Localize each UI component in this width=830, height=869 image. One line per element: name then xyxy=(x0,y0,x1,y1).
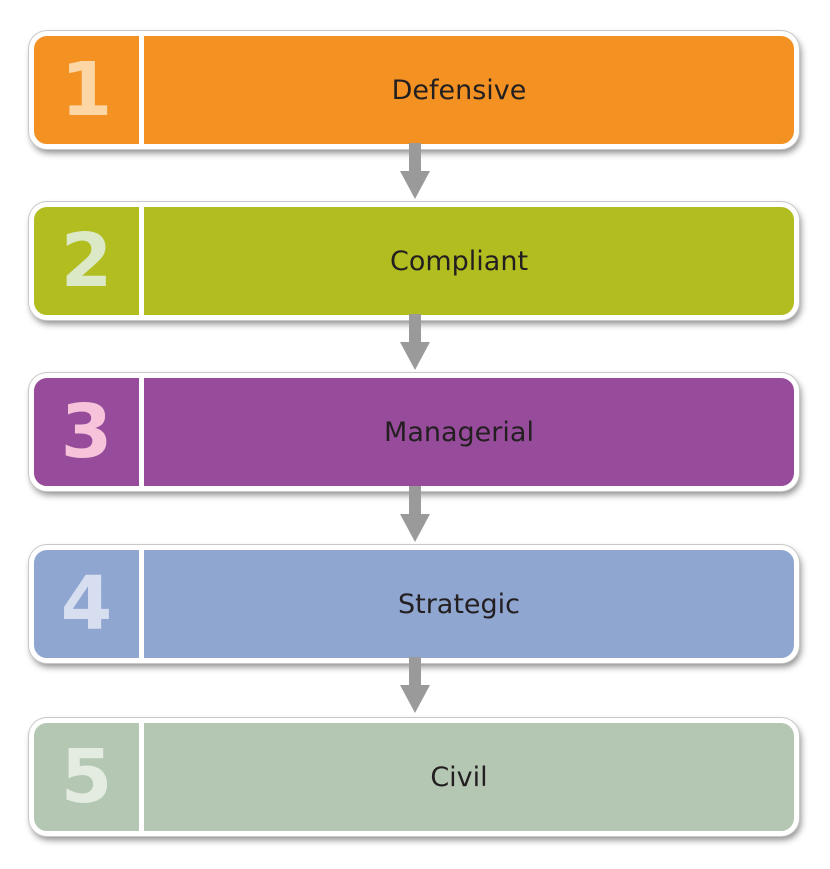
stage-1-label: Defensive xyxy=(391,74,527,106)
arrow-head xyxy=(400,342,430,370)
arrow-down-icon xyxy=(400,143,430,199)
stage-4-number: 4 xyxy=(34,550,144,658)
stage-3-label: Managerial xyxy=(384,416,534,448)
stage-1-number: 1 xyxy=(34,36,144,144)
stage-4-label: Strategic xyxy=(397,588,521,620)
arrow-shaft xyxy=(409,314,421,346)
stage-3-box: 3 Managerial xyxy=(29,373,799,491)
stage-5-number: 5 xyxy=(34,723,144,831)
stage-5-box: 5 Civil xyxy=(29,718,799,836)
stage-1-box: 1 Defensive xyxy=(29,31,799,149)
arrow-down-icon xyxy=(400,486,430,542)
arrow-head xyxy=(400,514,430,542)
arrow-head xyxy=(400,171,430,199)
stage-2-number: 2 xyxy=(34,207,144,315)
arrow-shaft xyxy=(409,657,421,689)
arrow-shaft xyxy=(409,143,421,175)
stage-2-box: 2 Compliant xyxy=(29,202,799,320)
arrow-head xyxy=(400,685,430,713)
arrow-down-icon xyxy=(400,314,430,370)
stage-4-box: 4 Strategic xyxy=(29,545,799,663)
arrow-shaft xyxy=(409,486,421,518)
arrow-down-icon xyxy=(400,657,430,713)
stage-3-number: 3 xyxy=(34,378,144,486)
stage-2-label: Compliant xyxy=(389,245,529,277)
stage-5-label: Civil xyxy=(430,761,488,793)
